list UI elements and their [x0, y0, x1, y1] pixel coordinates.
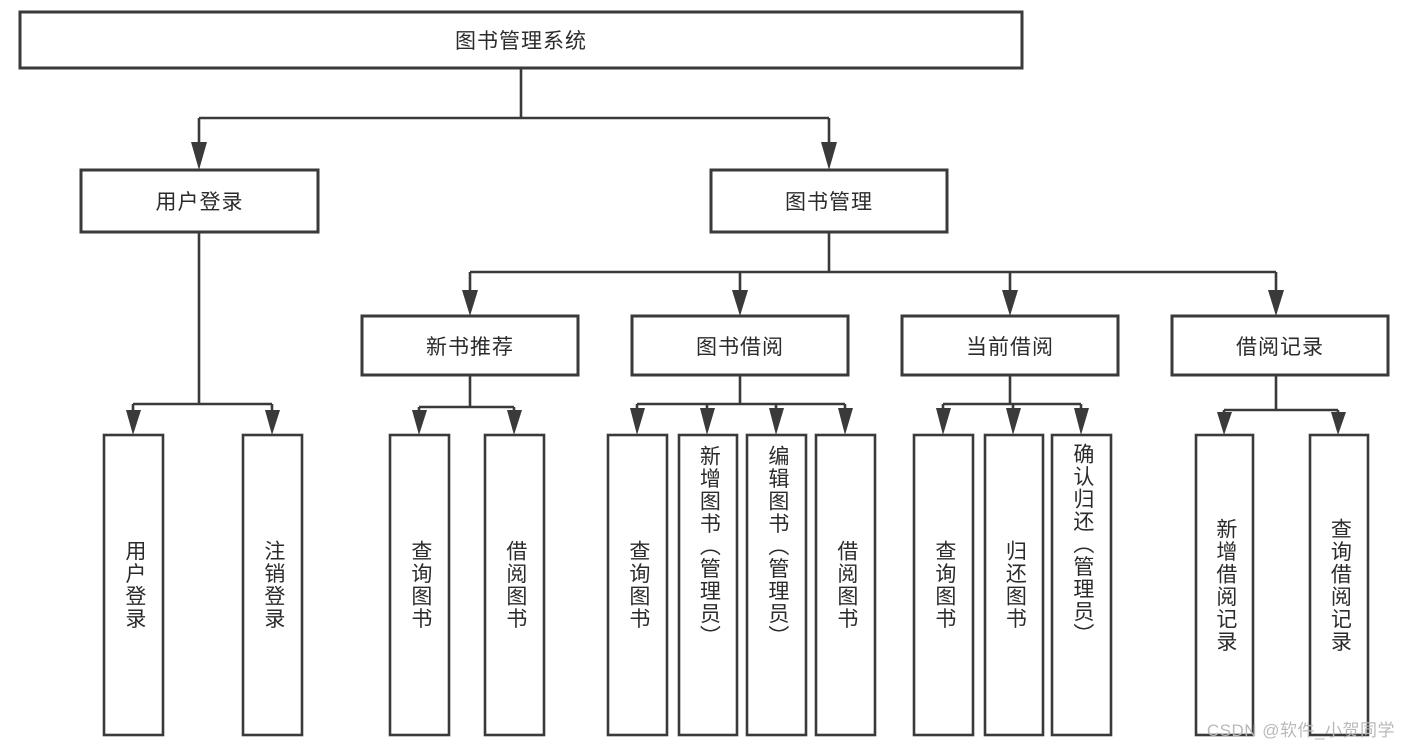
node-box-leaf-query-record[interactable]: [1308, 433, 1370, 737]
connector-group-borrow-record: [1217, 375, 1346, 435]
arrow-head-leaf-logout-login: [265, 410, 280, 435]
node-box-leaf-query-book-2[interactable]: [606, 433, 669, 737]
node-box-user-login[interactable]: [79, 168, 320, 234]
node-box-root[interactable]: [18, 10, 1024, 70]
arrow-head-leaf-user-login: [126, 410, 141, 435]
arrow-head-borrow-record: [1268, 290, 1284, 316]
arrow-head-leaf-add-record: [1217, 412, 1232, 435]
node-box-borrow-record[interactable]: [1170, 314, 1390, 377]
arrow-head-leaf-query-book-3: [936, 408, 951, 435]
arrow-head-leaf-add-book: [700, 408, 715, 435]
arrow-head-leaf-edit-book: [769, 408, 784, 435]
node-box-leaf-borrow-book-1[interactable]: [483, 433, 546, 737]
connector-group-book-borrow: [630, 375, 853, 435]
arrow-head-leaf-confirm-return: [1074, 408, 1089, 435]
arrow-head-book-manage: [821, 142, 837, 170]
arrow-head-leaf-return-book: [1006, 408, 1021, 435]
arrow-head-book-borrow: [732, 290, 748, 316]
connector-group-root: [191, 68, 837, 170]
arrow-head-leaf-borrow-book-1: [507, 410, 522, 435]
node-box-leaf-return-book[interactable]: [983, 433, 1045, 737]
node-box-book-borrow[interactable]: [630, 314, 850, 377]
node-box-current-borrow[interactable]: [900, 314, 1120, 377]
node-box-leaf-add-book[interactable]: [677, 433, 739, 737]
node-box-leaf-edit-book[interactable]: [745, 433, 808, 737]
arrow-head-current-borrow: [1002, 290, 1018, 316]
node-box-leaf-borrow-book-2[interactable]: [814, 433, 877, 737]
node-box-book-manage[interactable]: [709, 168, 949, 234]
connector-group-new-book-recommend: [412, 375, 522, 435]
arrow-head-leaf-borrow-book-2: [838, 408, 853, 435]
node-box-leaf-user-login[interactable]: [102, 433, 165, 737]
node-box-new-book-recommend[interactable]: [360, 314, 580, 377]
connector-group-user-login: [126, 232, 280, 435]
node-box-leaf-confirm-return[interactable]: [1050, 433, 1113, 737]
connector-group-current-borrow: [936, 375, 1089, 435]
arrow-head-user-login: [191, 142, 207, 170]
node-box-leaf-logout-login[interactable]: [241, 433, 304, 737]
node-box-leaf-query-book-3[interactable]: [912, 433, 975, 737]
arrow-head-leaf-query-record: [1331, 412, 1346, 435]
arrow-head-new-book-recommend: [462, 290, 478, 316]
arrow-head-leaf-query-book-1: [412, 410, 427, 435]
arrow-head-leaf-query-book-2: [630, 408, 645, 435]
node-box-leaf-query-book-1[interactable]: [388, 433, 451, 737]
connector-group-book-manage: [462, 232, 1284, 316]
node-box-leaf-add-record[interactable]: [1194, 433, 1255, 737]
